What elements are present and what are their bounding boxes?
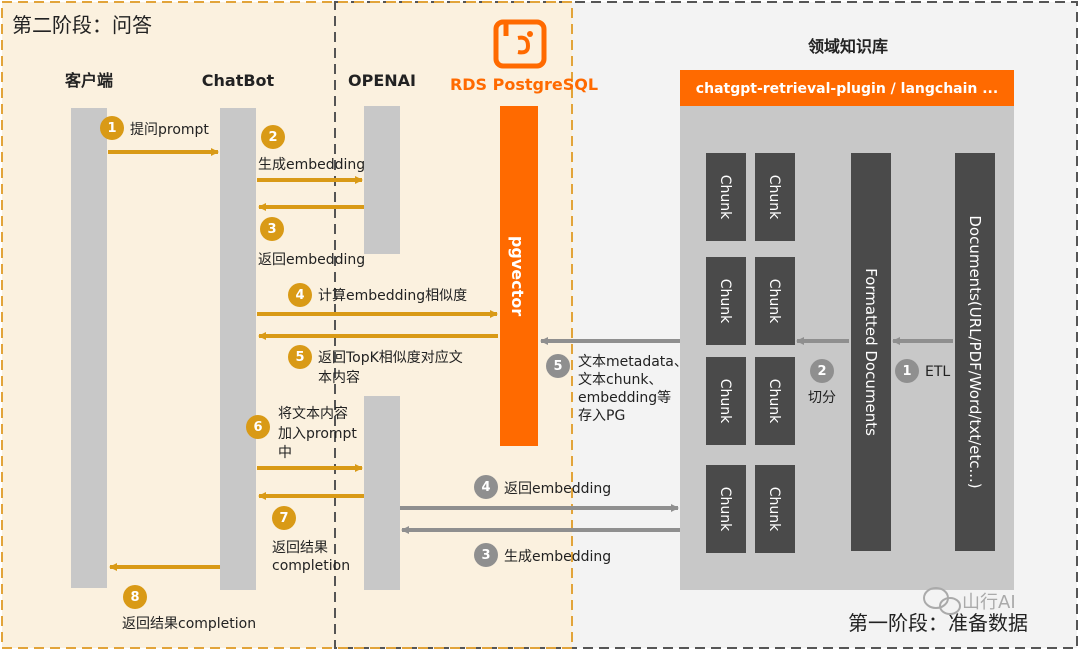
svg-text:completion: completion [272,558,350,574]
svg-text:5: 5 [553,359,562,374]
svg-text:中: 中 [278,445,292,461]
qa-step-6: 6 将文本内容 加入prompt 中 [246,405,357,461]
formatted-documents-label: Formatted Documents [862,268,880,436]
qa-step-7: 7 返回结果 completion [272,506,350,574]
lane-header-client: 客户端 [65,71,113,90]
svg-text:返回结果: 返回结果 [272,540,328,556]
chunk-label: Chunk [766,487,782,532]
pgvector-label: pgvector [508,236,527,316]
lane-header-openai: OPENAI [348,71,416,90]
svg-text:返回embedding: 返回embedding [504,481,611,497]
qa-step-3: 3 返回embedding [258,217,365,268]
svg-text:4: 4 [295,288,304,303]
wechat-icon [923,587,961,615]
lane-header-kb: 领域知识库 [808,37,888,56]
svg-text:计算embedding相似度: 计算embedding相似度 [318,288,467,304]
svg-text:存入PG: 存入PG [578,408,625,424]
svg-text:4: 4 [481,480,490,495]
svg-text:提问prompt: 提问prompt [130,122,209,138]
qa-step-8: 8 返回结果completion [122,585,256,632]
chunk-label: Chunk [717,175,733,220]
lifeline-openai-top [364,106,400,254]
documents-label: Documents(URL/PDF/Word/txt/etc...) [966,215,984,488]
svg-text:embedding等: embedding等 [578,389,671,406]
documents-block [955,153,995,551]
chunk-block: Chunk [755,153,795,241]
chunk-block: Chunk [706,357,746,445]
chunk-block: Chunk [755,357,795,445]
lane-header-chatbot: ChatBot [202,71,275,90]
prep-step-1: 1 ETL [895,359,950,383]
svg-text:加入prompt: 加入prompt [278,426,357,442]
svg-text:2: 2 [817,364,826,379]
lane-header-rds: RDS PostgreSQL [450,75,598,94]
svg-text:返回embedding: 返回embedding [258,252,365,268]
rds-logo-icon [493,19,547,69]
watermark-text: 山行AI [962,592,1016,613]
svg-text:返回结果completion: 返回结果completion [122,616,256,632]
plugin-banner [680,70,1014,106]
svg-text:8: 8 [130,590,139,605]
svg-text:3: 3 [267,222,276,237]
chunk-label: Chunk [766,379,782,424]
chunk-block: Chunk [706,257,746,345]
prep-step-4: 4 返回embedding [474,475,611,499]
prep-step-3: 3 生成embedding [474,543,611,567]
svg-text:3: 3 [481,548,490,563]
svg-text:将文本内容: 将文本内容 [278,405,348,422]
svg-text:7: 7 [279,511,288,526]
phase2-title: 第二阶段：问答 [12,13,152,37]
phase1-title: 第一阶段：准备数据 [848,611,1028,635]
chunk-block: Chunk [706,153,746,241]
qa-step-2: 2 生成embedding [258,125,365,173]
lifeline-openai-bottom [364,396,400,590]
plugin-banner-label: chatgpt-retrieval-plugin / langchain ... [696,81,998,97]
chunk-block: Chunk [755,257,795,345]
chunk-label: Chunk [766,175,782,220]
svg-text:本内容: 本内容 [318,369,360,386]
svg-text:ETL: ETL [925,364,950,380]
chunk-label: Chunk [766,279,782,324]
qa-step-1: 1 提问prompt [100,116,209,140]
prep-step-5: 5 文本metadata、 文本chunk、 embedding等 存入PG [546,354,688,424]
prep-step-2: 2 切分 [808,359,836,406]
svg-text:返回TopK相似度对应文: 返回TopK相似度对应文 [318,349,463,366]
lifeline-chatbot [220,108,256,590]
chunk-block: Chunk [706,465,746,553]
lifeline-client [71,108,107,588]
formatted-documents-block [851,153,891,551]
chunk-label: Chunk [717,379,733,424]
chunk-block: Chunk [755,465,795,553]
phase1-border [334,1,1078,649]
qa-step-4: 4 计算embedding相似度 [288,283,467,307]
svg-text:文本chunk、: 文本chunk、 [578,372,662,388]
svg-text:2: 2 [268,130,277,145]
svg-text:6: 6 [253,420,262,435]
svg-text:1: 1 [902,364,911,379]
svg-text:切分: 切分 [808,390,836,406]
pgvector-bar [500,106,538,446]
chunk-label: Chunk [717,487,733,532]
chunk-label: Chunk [717,279,733,324]
svg-text:生成embedding: 生成embedding [258,157,365,173]
svg-text:生成embedding: 生成embedding [504,549,611,565]
svg-text:5: 5 [295,350,304,365]
svg-text:1: 1 [107,121,116,136]
qa-step-5: 5 返回TopK相似度对应文 本内容 [288,345,463,386]
svg-text:文本metadata、: 文本metadata、 [578,354,688,370]
